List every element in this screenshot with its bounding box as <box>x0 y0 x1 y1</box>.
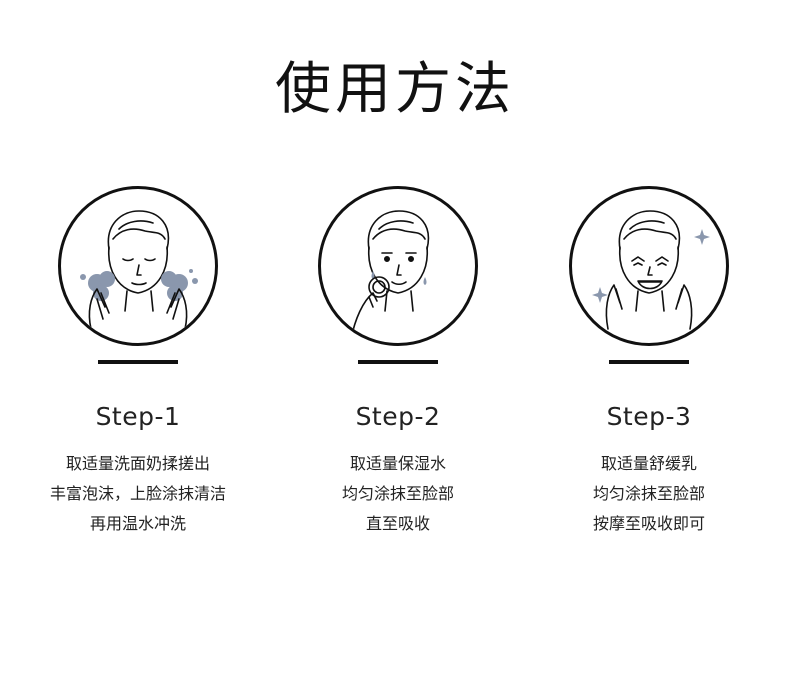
page-title: 使用方法 <box>275 57 515 122</box>
step-1-illustration <box>58 186 218 346</box>
step-1-line-2: 丰富泡沫，上脸涂抹清洁 <box>49 484 226 503</box>
step-2: Step-2 取适量保湿水 均匀涂抹至脸部 直至吸收 <box>268 186 528 539</box>
step-3-line-2: 均匀涂抹至脸部 <box>592 484 705 503</box>
step-3: Step-3 取适量舒缓乳 均匀涂抹至脸部 按摩至吸收即可 <box>519 186 779 539</box>
step-1-line-1: 取适量洗面奶揉搓出 <box>65 454 210 473</box>
step-1-line-3: 再用温水冲洗 <box>89 514 186 533</box>
step-2-description: 取适量保湿水 均匀涂抹至脸部 直至吸收 <box>342 449 454 539</box>
step-2-underline <box>358 360 438 364</box>
step-2-line-2: 均匀涂抹至脸部 <box>341 484 454 503</box>
step-2-illustration <box>318 186 478 346</box>
step-2-label: Step-2 <box>355 402 441 431</box>
face-washing-foam-icon <box>80 210 198 330</box>
step-3-line-3: 按摩至吸收即可 <box>592 514 705 533</box>
step-2-line-3: 直至吸收 <box>365 514 430 533</box>
step-1-underline <box>98 360 178 364</box>
step-3-line-1: 取适量舒缓乳 <box>600 454 697 473</box>
step-1-description: 取适量洗面奶揉搓出 丰富泡沫，上脸涂抹清洁 再用温水冲洗 <box>50 449 226 539</box>
face-applying-toner-icon <box>350 210 430 340</box>
step-3-illustration <box>569 186 729 346</box>
step-3-label: Step-3 <box>606 402 692 431</box>
step-3-underline <box>609 360 689 364</box>
step-2-line-1: 取适量保湿水 <box>349 454 446 473</box>
face-smiling-sparkle-icon <box>592 210 710 330</box>
step-1: Step-1 取适量洗面奶揉搓出 丰富泡沫，上脸涂抹清洁 再用温水冲洗 <box>8 186 268 539</box>
step-1-label: Step-1 <box>95 402 181 431</box>
step-3-description: 取适量舒缓乳 均匀涂抹至脸部 按摩至吸收即可 <box>593 449 705 539</box>
